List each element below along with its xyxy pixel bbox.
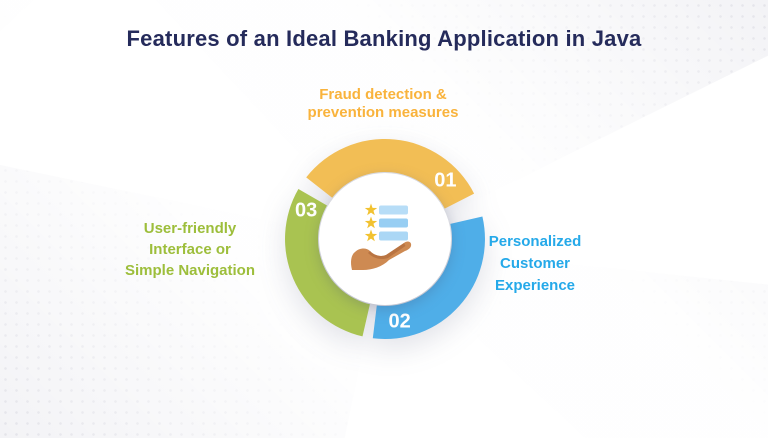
segment-01-number: 01 bbox=[434, 170, 456, 192]
list-bar bbox=[379, 231, 408, 241]
list-bar bbox=[379, 205, 408, 215]
hand-shade bbox=[368, 243, 406, 260]
star-icon bbox=[364, 203, 378, 216]
list-bar bbox=[379, 218, 408, 228]
arc-segment-01 bbox=[306, 138, 475, 209]
arc-segment-03 bbox=[285, 189, 370, 337]
label-user-friendly-interface: User-friendly Interface or Simple Naviga… bbox=[95, 218, 285, 281]
label-line: Experience bbox=[494, 277, 576, 294]
label-line: Customer bbox=[499, 255, 570, 272]
label-line: prevention measures bbox=[307, 104, 459, 121]
page-title: Features of an Ideal Banking Application… bbox=[126, 26, 642, 51]
label-line: Interface or bbox=[149, 241, 231, 258]
star-icon bbox=[364, 229, 378, 242]
label-line: User-friendly bbox=[143, 220, 237, 237]
label-line: Fraud detection & bbox=[319, 86, 447, 103]
segment-02-number: 02 bbox=[388, 311, 410, 333]
segment-03-number: 03 bbox=[295, 199, 317, 221]
star-icon bbox=[364, 216, 378, 229]
label-fraud-detection: Fraud detection & prevention measures bbox=[263, 86, 503, 122]
feature-ring-diagram: 01 02 03 bbox=[285, 138, 485, 340]
label-line: Simple Navigation bbox=[124, 262, 256, 279]
label-line: Personalized bbox=[488, 233, 582, 250]
hand-holding-checklist-icon bbox=[351, 203, 412, 270]
arc-segment-02 bbox=[372, 216, 485, 340]
label-personalized-experience: Personalized Customer Experience bbox=[445, 231, 625, 297]
